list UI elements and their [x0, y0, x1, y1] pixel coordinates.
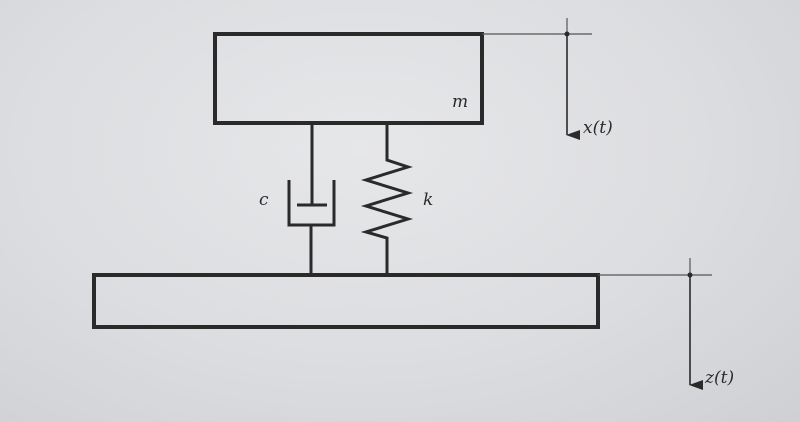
mass-block — [213, 32, 484, 125]
z-time-variable: t — [720, 368, 728, 388]
x-close-paren: ) — [606, 118, 613, 138]
mass-label: m — [452, 92, 469, 112]
z-of-t-label: z(t) — [705, 370, 734, 387]
z-open-paren: ( — [713, 368, 721, 388]
x-of-t-label: x(t) — [583, 120, 613, 137]
damper — [287, 123, 336, 275]
z-variable: z — [705, 368, 714, 388]
damper-label: c — [259, 190, 269, 210]
x-variable: x — [583, 118, 593, 138]
spring-label: k — [423, 190, 434, 210]
x-time-variable: t — [599, 118, 607, 138]
z-close-paren: ) — [727, 368, 735, 388]
x-open-paren: ( — [592, 118, 600, 138]
spring — [360, 123, 414, 275]
base-block — [92, 273, 600, 329]
